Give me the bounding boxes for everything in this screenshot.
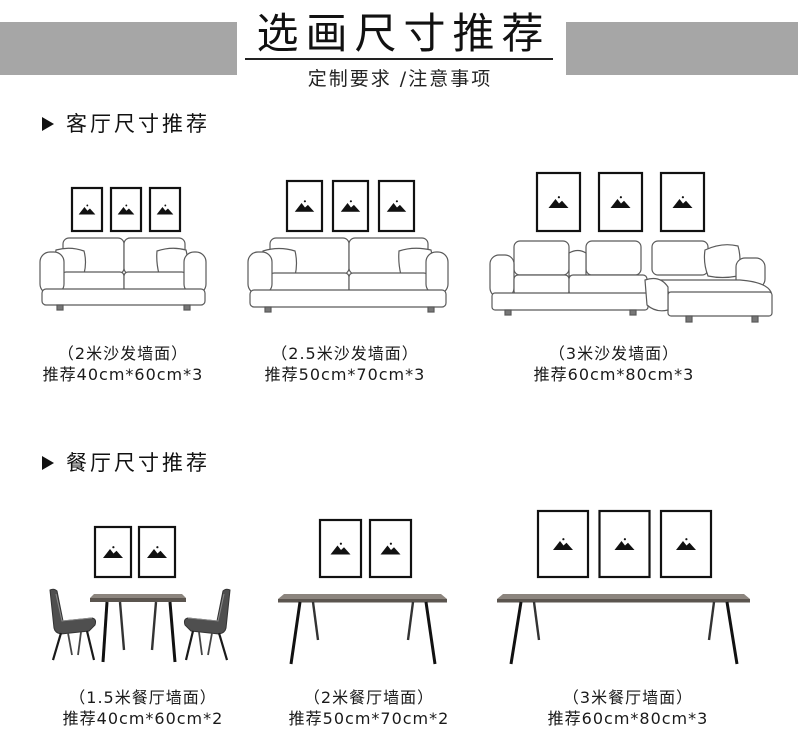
caption-recommend: 推荐60cm*80cm*3 (533, 365, 695, 384)
header-bar-left (0, 22, 237, 75)
table-leg (311, 601, 320, 641)
living-caption-2-5m: （2.5米沙发墙面） 推荐50cm*70cm*3 (235, 343, 455, 385)
picture-frame (659, 171, 706, 233)
living-room-scene-3m (489, 171, 773, 323)
dining-room-heading: 餐厅尺寸推荐 (42, 450, 210, 476)
picture-frame (137, 525, 177, 579)
living-room-scene-2-5m (247, 179, 449, 313)
frame-group (535, 171, 706, 233)
caption-recommend: 推荐50cm*70cm*3 (264, 365, 426, 384)
dining-caption-2m: （2米餐厅墙面） 推荐50cm*70cm*2 (259, 687, 479, 729)
caption-wall-size: （3米沙发墙面） (548, 344, 680, 363)
table-leg (289, 601, 302, 665)
page-subtitle: 定制要求 /注意事项 (307, 68, 493, 90)
table-leg (509, 601, 523, 665)
dining-caption-3m: （3米餐厅墙面） 推荐60cm*80cm*3 (518, 687, 738, 729)
dining-scene-3m (497, 509, 750, 665)
living-room-heading: 客厅尺寸推荐 (42, 111, 210, 137)
frame-group (285, 179, 416, 233)
picture-frame (318, 518, 363, 579)
triangle-right-icon (42, 456, 54, 470)
table-leg (150, 601, 158, 651)
picture-frame (93, 525, 133, 579)
table-edge (90, 598, 186, 602)
picture-frame (148, 186, 182, 233)
sofa-2-5m (247, 237, 449, 313)
dining-table-1-5m (90, 594, 186, 663)
section-heading-label: 餐厅尺寸推荐 (66, 451, 210, 475)
table-leg (168, 601, 177, 663)
caption-recommend: 推荐40cm*60cm*2 (62, 709, 224, 728)
picture-frame (659, 509, 713, 579)
picture-frame (597, 171, 644, 233)
living-caption-3m: （3米沙发墙面） 推荐60cm*80cm*3 (504, 343, 724, 385)
frame-group (318, 518, 413, 579)
living-room-scene-2m (39, 186, 207, 311)
dining-caption-1-5m: （1.5米餐厅墙面） 推荐40cm*60cm*2 (33, 687, 253, 729)
dining-table-2m (278, 594, 447, 665)
table-edge (278, 599, 447, 603)
sofa-2m (39, 237, 207, 311)
picture-frame (536, 509, 590, 579)
table-leg (707, 601, 716, 641)
picture-frame (109, 186, 143, 233)
header-bar-right (566, 22, 798, 75)
picture-frame (331, 179, 370, 233)
living-caption-2m: （2米沙发墙面） 推荐40cm*60cm*3 (13, 343, 233, 385)
title-underline (245, 58, 553, 60)
frame-group (93, 525, 177, 579)
caption-wall-size: （2米餐厅墙面） (303, 688, 435, 707)
table-leg (532, 601, 541, 641)
section-heading-label: 客厅尺寸推荐 (66, 112, 210, 136)
dining-scene-1-5m (49, 525, 232, 663)
frame-group (536, 509, 713, 579)
dining-scene-2m (278, 518, 447, 665)
table-leg (406, 601, 415, 641)
caption-recommend: 推荐50cm*70cm*2 (288, 709, 450, 728)
sectional-sofa-3m (489, 240, 773, 323)
table-top (90, 594, 186, 598)
caption-wall-size: （2米沙发墙面） (57, 344, 189, 363)
picture-frame (70, 186, 104, 233)
frame-group (70, 186, 182, 233)
caption-recommend: 推荐40cm*60cm*3 (42, 365, 204, 384)
picture-frame (368, 518, 413, 579)
table-top (278, 594, 447, 599)
picture-frame (285, 179, 324, 233)
picture-frame (377, 179, 416, 233)
table-leg (101, 601, 109, 663)
dining-chair-left (49, 588, 97, 661)
dining-chair-right (183, 588, 232, 662)
caption-wall-size: （1.5米餐厅墙面） (69, 688, 217, 707)
table-leg (424, 601, 437, 665)
page-title: 选画尺寸推荐 (256, 9, 551, 58)
table-leg (118, 601, 126, 651)
dining-table-3m (497, 594, 750, 665)
table-leg (725, 601, 739, 665)
caption-wall-size: （3米餐厅墙面） (562, 688, 694, 707)
picture-frame (535, 171, 582, 233)
caption-wall-size: （2.5米沙发墙面） (271, 344, 419, 363)
table-edge (497, 599, 750, 603)
caption-recommend: 推荐60cm*80cm*3 (547, 709, 709, 728)
table-top (497, 594, 750, 599)
triangle-right-icon (42, 117, 54, 131)
picture-frame (598, 509, 651, 579)
